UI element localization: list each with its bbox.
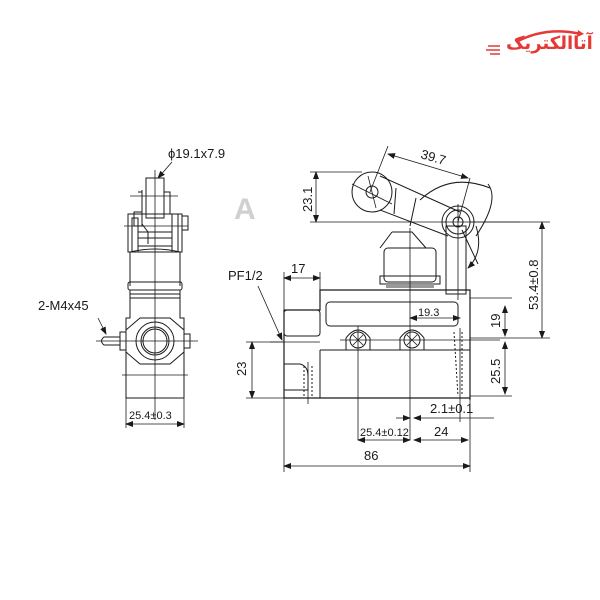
dim-39-7: 39.7 xyxy=(419,146,447,167)
dim-86: 86 xyxy=(364,448,378,463)
dim-19-3: 19.3 xyxy=(418,307,439,319)
dim-19: 19 xyxy=(488,314,503,328)
brand-logo xyxy=(486,28,590,60)
dim-23: 23 xyxy=(234,362,249,376)
dim-53-4: 53.4±0.8 xyxy=(526,259,541,310)
watermark-logo: A xyxy=(234,193,256,226)
label-roller-size: ϕ19.1x7.9 xyxy=(168,146,225,161)
label-conduit: PF1/2 xyxy=(228,268,263,283)
dim-17: 17 xyxy=(291,261,305,276)
label-screw-size: 2-M4x45 xyxy=(38,298,89,313)
dim-23-1: 23.1 xyxy=(300,187,315,212)
dim-25-4: 25.4±0.12 xyxy=(360,427,409,439)
dim-2-1: 2.1±0.1 xyxy=(430,401,473,416)
front-view: 17 PF1/2 23 23.1 39.7 53.4±0.8 19 25.5 xyxy=(228,145,550,472)
brand-logo-text: آتاالکتریک xyxy=(506,33,594,54)
side-view: 25.4±0.3 ϕ19.1x7.9 2-M4x45 xyxy=(38,146,225,428)
dim-side-width: 25.4±0.3 xyxy=(129,410,172,422)
logo-swoosh-icon xyxy=(486,30,584,55)
dim-25-5: 25.5 xyxy=(488,359,503,384)
dim-24: 24 xyxy=(434,424,448,439)
